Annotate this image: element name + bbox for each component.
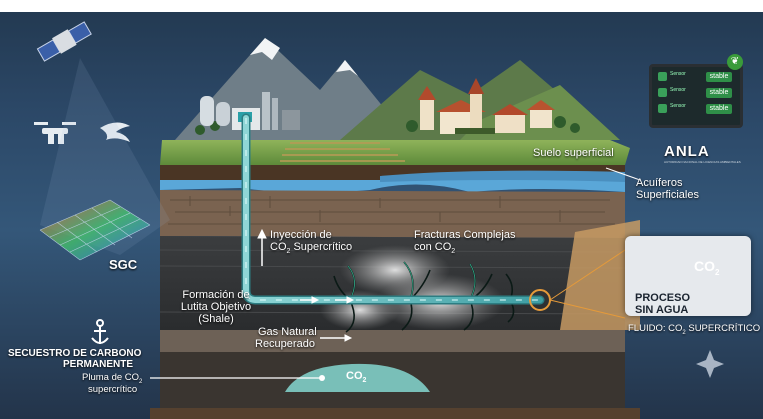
sensor-icon bbox=[658, 72, 667, 81]
sensor-row: Sensor stable bbox=[658, 103, 732, 115]
eagle-icon bbox=[100, 122, 130, 142]
anla-subtitle: AUTORIDAD NACIONAL DE LICENCIAS AMBIENTA… bbox=[664, 160, 741, 164]
sensor-label: Sensor bbox=[670, 71, 686, 77]
sgc-label: SGC bbox=[109, 257, 138, 272]
acuiferos-line2: Superficiales bbox=[636, 189, 699, 201]
secuestro-line1: SECUESTRO DE CARBONO bbox=[8, 348, 142, 359]
aquifer-highlight bbox=[380, 170, 625, 182]
status-badge: stable bbox=[706, 72, 732, 82]
foreground-rocks bbox=[150, 408, 640, 419]
acuiferos-line1: Acuíferos bbox=[636, 177, 683, 189]
cloud-co2-label: CO2 bbox=[694, 258, 720, 277]
anchor-icon bbox=[91, 319, 109, 344]
co2-plume bbox=[285, 363, 430, 392]
surface-top bbox=[160, 140, 630, 165]
process-panel: CO2 PROCESO SIN AGUA bbox=[625, 236, 751, 316]
co2-plume-label: CO2 bbox=[346, 370, 367, 385]
sensing-grid bbox=[39, 199, 151, 261]
gas-line1: Gas Natural bbox=[258, 326, 317, 338]
formacion-line3: (Shale) bbox=[198, 313, 234, 325]
fluido-label: FLUIDO: CO2 SUPERCRÍTICO bbox=[628, 323, 761, 336]
secuestro-line2: PERMANENTE bbox=[63, 359, 134, 370]
sensor-label: Sensor bbox=[670, 103, 686, 109]
farm-rows bbox=[280, 142, 405, 162]
monitoring-screen: Sensor stable Sensor stable Sensor stabl… bbox=[649, 64, 743, 128]
proceso-line2: SIN AGUA bbox=[635, 304, 689, 316]
gas-line2: Recuperado bbox=[255, 338, 315, 350]
status-badge: stable bbox=[706, 88, 732, 98]
leaf-icon: ❦ bbox=[727, 54, 743, 70]
village bbox=[195, 78, 580, 135]
suelo-label: Suelo superficial bbox=[533, 147, 614, 159]
flow-arrows bbox=[257, 228, 355, 342]
pluma-line1: Pluma de CO2 bbox=[82, 372, 143, 385]
drone-icon bbox=[34, 122, 76, 144]
status-badge: stable bbox=[706, 104, 732, 114]
anla-logo: ANLA bbox=[664, 143, 710, 160]
sensor-row: Sensor stable bbox=[658, 71, 732, 83]
fracturas-line1: Fracturas Complejas bbox=[414, 229, 516, 241]
aquifer-layer bbox=[160, 180, 625, 193]
aquifer-callout-line bbox=[605, 167, 641, 181]
scan-cone bbox=[40, 58, 170, 255]
formacion-line1: Formación de bbox=[182, 289, 250, 301]
sensor-label: Sensor bbox=[670, 87, 686, 93]
fracturas-line2: con CO2 bbox=[414, 241, 456, 256]
inyeccion-line2: CO2 Supercrítico bbox=[270, 241, 353, 256]
inyeccion-line1: Inyección de bbox=[270, 229, 332, 241]
pluma-line2: supercrítico bbox=[88, 384, 138, 395]
proceso-line1: PROCESO bbox=[635, 292, 691, 304]
sparkle-icon bbox=[696, 350, 724, 378]
top-border bbox=[0, 0, 763, 12]
sand-wedge bbox=[560, 220, 640, 330]
gravel-layer bbox=[160, 330, 625, 352]
sensor-icon bbox=[658, 88, 667, 97]
sensor-row: Sensor stable bbox=[658, 87, 732, 99]
sensor-icon bbox=[658, 104, 667, 113]
rock-layer bbox=[160, 190, 625, 238]
formacion-line2: Lutita Objetivo bbox=[180, 301, 252, 313]
satellite-icon bbox=[36, 21, 92, 62]
